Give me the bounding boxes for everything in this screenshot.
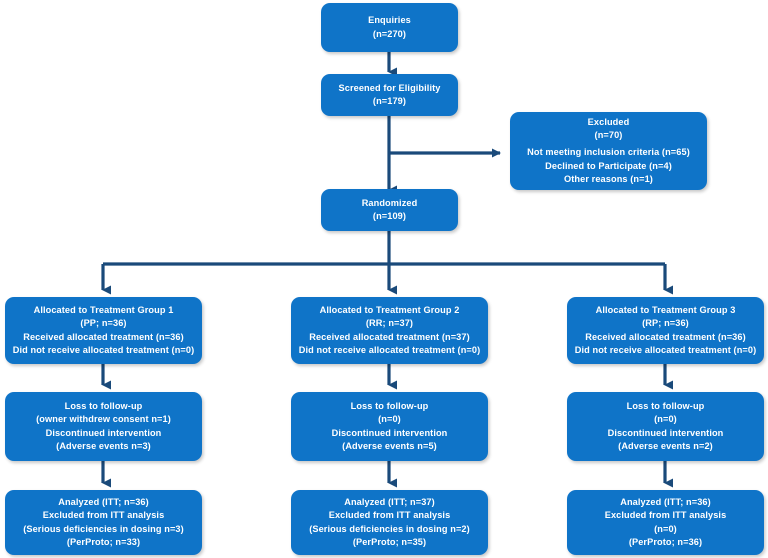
excluded-line-1: Excluded bbox=[587, 117, 630, 127]
analysis-group-2-line-2: Excluded from ITT analysis bbox=[328, 510, 451, 521]
alloc-group-2-line-2: (RR; n=37) bbox=[365, 318, 414, 329]
screened-line-1: Screened for Eligibility bbox=[338, 82, 441, 93]
followup-group-1-box: Loss to follow-up (owner withdrew consen… bbox=[5, 392, 202, 461]
randomized-line-1: Randomized bbox=[361, 197, 418, 208]
alloc-group-1-line-2: (PP; n=36) bbox=[80, 318, 127, 329]
alloc-group-1-line-3: Received allocated treatment (n=36) bbox=[23, 331, 184, 342]
allocation-group-2-box: Allocated to Treatment Group 2 (RR; n=37… bbox=[291, 297, 488, 364]
followup-group-3-line-2: (n=0) bbox=[654, 414, 677, 425]
followup-group-1-line-4: (Adverse events n=3) bbox=[56, 440, 151, 451]
analysis-group-2-line-1: Analyzed (ITT; n=37) bbox=[344, 497, 435, 508]
analysis-group-2-line-3: (Serious deficiencies in dosing n=2) bbox=[309, 523, 470, 534]
followup-group-3-line-4: (Adverse events n=2) bbox=[618, 440, 713, 451]
followup-group-3-line-1: Loss to follow-up bbox=[626, 401, 705, 412]
alloc-group-3-line-1: Allocated to Treatment Group 3 bbox=[595, 305, 736, 316]
excluded-line-2: (n=70) bbox=[594, 130, 623, 141]
screened-line-2: (n=179) bbox=[372, 96, 407, 106]
alloc-group-2-line-4: Did not receive allocated treatment (n=0… bbox=[298, 344, 481, 355]
analysis-group-1-box: Analyzed (ITT; n=36) Excluded from ITT a… bbox=[5, 490, 202, 555]
alloc-group-3-line-3: Received allocated treatment (n=36) bbox=[585, 331, 746, 342]
excluded-reason-1: Not meeting inclusion criteria (n=65) bbox=[527, 147, 690, 158]
analysis-group-3-line-2: Excluded from ITT analysis bbox=[604, 510, 727, 521]
followup-group-1-line-1: Loss to follow-up bbox=[64, 401, 143, 412]
followup-group-2-line-3: Discontinued intervention bbox=[331, 427, 448, 438]
followup-group-2-box: Loss to follow-up (n=0) Discontinued int… bbox=[291, 392, 488, 461]
alloc-group-3-line-4: Did not receive allocated treatment (n=0… bbox=[574, 344, 757, 355]
alloc-group-2-line-3: Received allocated treatment (n=37) bbox=[309, 331, 470, 342]
followup-group-1-line-2: (owner withdrew consent n=1) bbox=[36, 414, 171, 425]
analysis-group-1-line-4: (PerProto; n=33) bbox=[66, 536, 141, 547]
alloc-group-1-line-4: Did not receive allocated treatment (n=0… bbox=[12, 344, 195, 355]
alloc-group-1-line-1: Allocated to Treatment Group 1 bbox=[33, 305, 174, 316]
analysis-group-3-box: Analyzed (ITT; n=36) Excluded from ITT a… bbox=[567, 490, 764, 555]
screened-for-eligibility-box: Screened for Eligibility (n=179) bbox=[321, 74, 458, 116]
followup-group-2-line-1: Loss to follow-up bbox=[350, 401, 429, 412]
analysis-group-3-line-1: Analyzed (ITT; n=36) bbox=[620, 497, 711, 508]
analysis-group-1-line-3: (Serious deficiencies in dosing n=3) bbox=[23, 523, 184, 534]
analysis-group-3-line-3: (n=0) bbox=[654, 523, 677, 534]
enquiries-line-2: (n=270) bbox=[372, 28, 407, 39]
alloc-group-3-line-2: (RP; n=36) bbox=[642, 318, 689, 329]
followup-group-1-line-3: Discontinued intervention bbox=[45, 427, 162, 438]
randomized-line-2: (n=109) bbox=[372, 211, 407, 221]
excluded-box: Excluded (n=70) Not meeting inclusion cr… bbox=[510, 112, 707, 190]
allocation-group-1-box: Allocated to Treatment Group 1 (PP; n=36… bbox=[5, 297, 202, 364]
analysis-group-2-box: Analyzed (ITT; n=37) Excluded from ITT a… bbox=[291, 490, 488, 555]
enquiries-box: Enquiries (n=270) bbox=[321, 3, 458, 52]
followup-group-3-box: Loss to follow-up (n=0) Discontinued int… bbox=[567, 392, 764, 461]
allocation-group-3-box: Allocated to Treatment Group 3 (RP; n=36… bbox=[567, 297, 764, 364]
analysis-group-3-line-4: (PerProto; n=36) bbox=[628, 536, 703, 547]
excluded-reason-3: Other reasons (n=1) bbox=[564, 173, 653, 184]
randomized-box: Randomized (n=109) bbox=[321, 189, 458, 231]
analysis-group-1-line-2: Excluded from ITT analysis bbox=[42, 510, 165, 521]
excluded-reason-2: Declined to Participate (n=4) bbox=[545, 160, 672, 171]
enquiries-line-1: Enquiries bbox=[368, 15, 411, 26]
followup-group-3-line-3: Discontinued intervention bbox=[607, 427, 724, 438]
analysis-group-2-line-4: (PerProto; n=35) bbox=[352, 536, 427, 547]
followup-group-2-line-4: (Adverse events n=5) bbox=[342, 440, 437, 451]
analysis-group-1-line-1: Analyzed (ITT; n=36) bbox=[58, 497, 149, 508]
followup-group-2-line-2: (n=0) bbox=[378, 414, 401, 425]
alloc-group-2-line-1: Allocated to Treatment Group 2 bbox=[319, 305, 460, 316]
